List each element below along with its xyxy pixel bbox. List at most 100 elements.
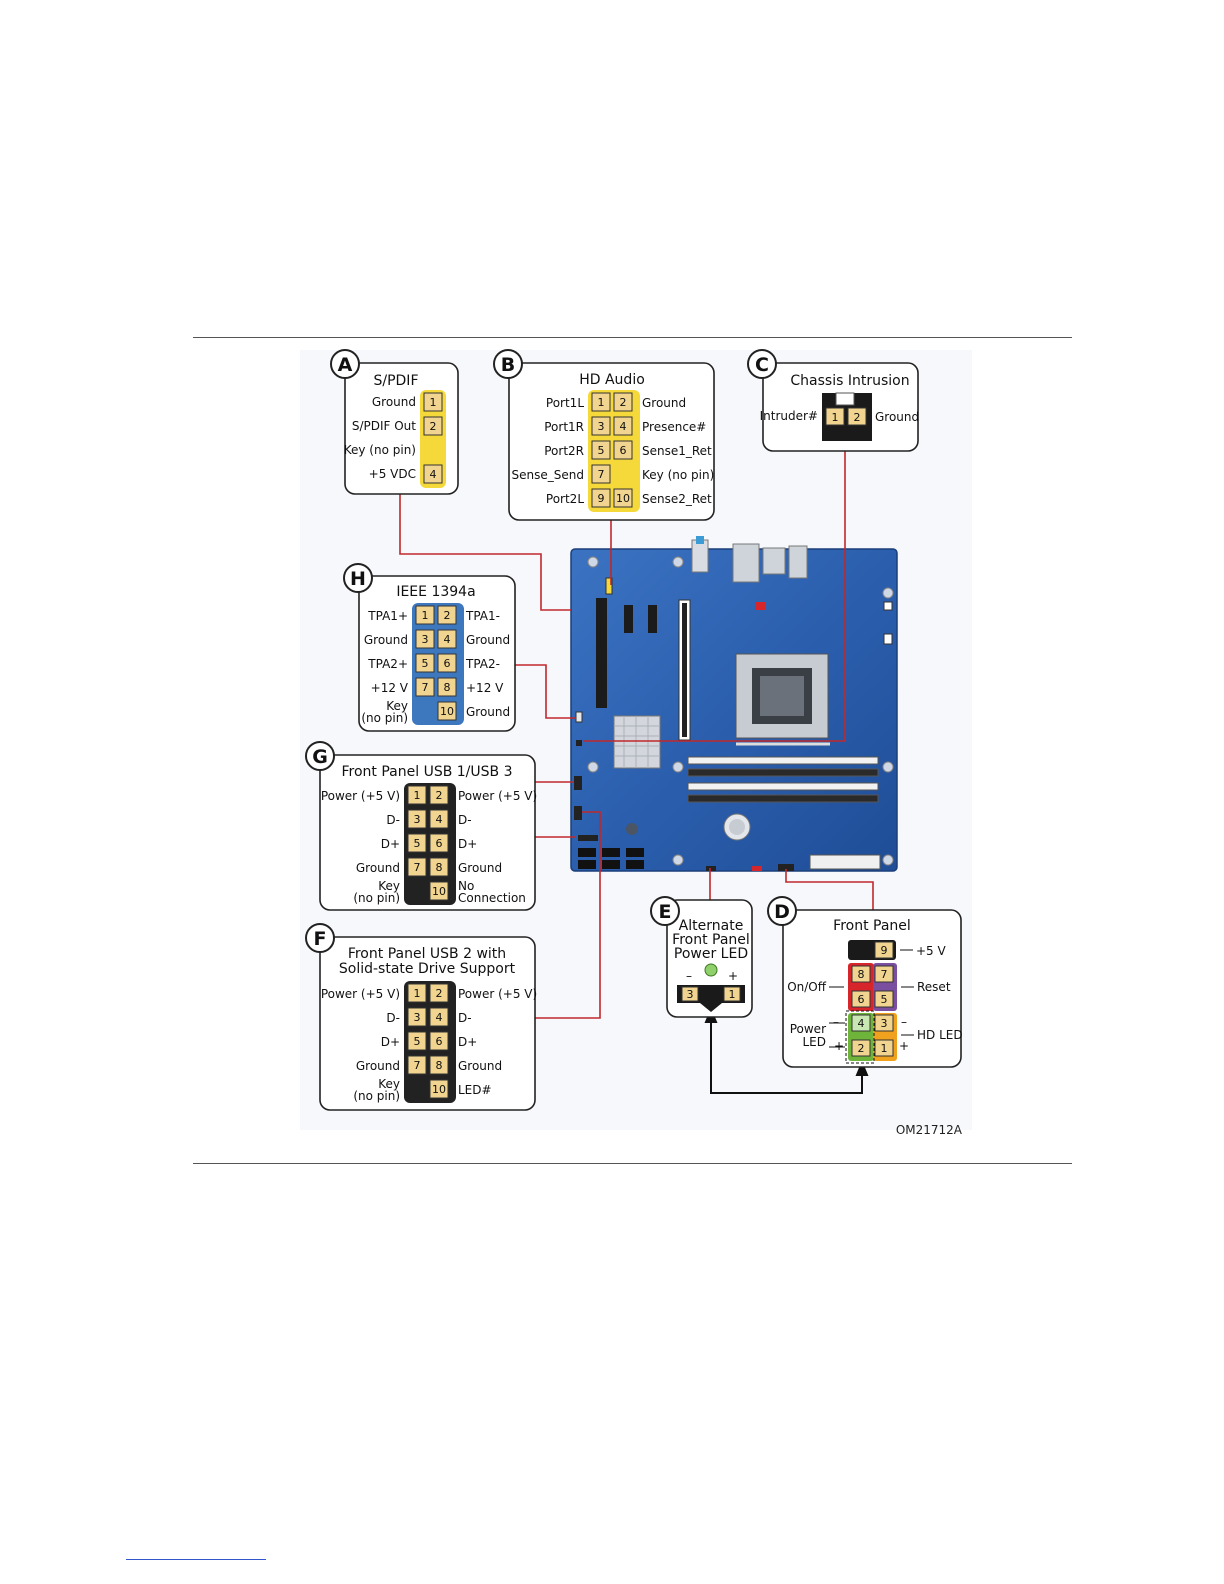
h-right-label: TPA2- <box>465 657 500 671</box>
alt-led-pin-3: 3 <box>687 988 694 1001</box>
hd-led-plus: + <box>899 1039 909 1053</box>
g-pin-3: 3 <box>414 813 421 826</box>
b-pin-1: 1 <box>598 396 605 409</box>
b-left-label: Port1L <box>546 396 584 410</box>
onoff-label: On/Off <box>787 980 827 994</box>
b-left-label: Sense_Send <box>512 468 584 482</box>
line-h <box>515 664 576 719</box>
f-right-label: D- <box>458 1011 472 1025</box>
b-pin-7: 7 <box>598 468 605 481</box>
alt-led-title-line1: Alternate <box>679 918 744 934</box>
hd-led-minus: – <box>901 1015 907 1029</box>
f-left-label: Key(no pin) <box>353 1077 400 1103</box>
panel-letter-b: B <box>501 354 515 376</box>
g-left-label: D- <box>386 813 400 827</box>
f-pin-8: 8 <box>436 1059 443 1072</box>
g-pin-5: 5 <box>414 837 421 850</box>
h-left-label: TPA1+ <box>367 609 408 623</box>
front-usb-2-title-line1: Front Panel USB 2 with <box>348 946 506 962</box>
f-pin-6: 6 <box>436 1035 443 1048</box>
g-left-label: Key(no pin) <box>353 879 400 905</box>
f-pin-3: 3 <box>414 1011 421 1024</box>
f-right-label: Ground <box>458 1059 502 1073</box>
line-a <box>399 494 571 611</box>
b-pin-3: 3 <box>598 420 605 433</box>
fp-pin-8: 8 <box>858 968 865 981</box>
h-pin-1: 1 <box>422 609 429 622</box>
f-pin-1: 1 <box>414 987 421 1000</box>
alt-led-plus: + <box>728 969 738 983</box>
figure-code: OM21712A <box>896 1123 963 1137</box>
h-pin-4: 4 <box>444 633 451 646</box>
chassis-ground-label: Ground <box>875 410 919 424</box>
b-right-label: Ground <box>642 396 686 410</box>
f-pin-5: 5 <box>414 1035 421 1048</box>
panel-front-usb-2: F Front Panel USB 2 with Solid-state Dri… <box>305 923 537 1111</box>
led-icon <box>704 963 718 977</box>
b-pin-6: 6 <box>620 444 627 457</box>
fp-pin-9: 9 <box>881 944 888 957</box>
line-c <box>583 451 846 742</box>
bottom-rule <box>193 1163 1072 1164</box>
line-f <box>535 811 601 1019</box>
alt-led-title-line2: Front Panel <box>672 932 750 948</box>
b-right-label: Sense2_Ret <box>642 492 712 506</box>
b-pin-10: 10 <box>616 492 630 505</box>
hd-audio-title: HD Audio <box>579 372 645 388</box>
h-left-label: TPA2+ <box>367 657 408 671</box>
intruder-label: Intruder# <box>760 409 818 423</box>
h-pin-5: 5 <box>422 657 429 670</box>
h-left-label: +12 V <box>371 681 409 695</box>
spdif-pin-1: 1 <box>430 396 437 409</box>
fp-plus5v-label: +5 V <box>916 944 947 958</box>
fp-pin-4: 4 <box>858 1017 865 1030</box>
f-left-label: Power (+5 V) <box>321 987 400 1001</box>
g-left-label: D+ <box>381 837 400 851</box>
fp-pin-7: 7 <box>881 968 888 981</box>
b-left-label: Port1R <box>544 420 584 434</box>
f-left-label: Ground <box>356 1059 400 1073</box>
panel-letter-d: D <box>774 901 790 923</box>
b-left-label: Port2R <box>544 444 584 458</box>
motherboard <box>570 536 898 872</box>
top-rule <box>193 337 1072 338</box>
panel-alt-power-led: E Alternate Front Panel Power LED – + 3 … <box>650 896 753 1018</box>
power-led-minus: – <box>833 1015 839 1029</box>
g-pin-8: 8 <box>436 861 443 874</box>
a-header-body <box>420 390 446 488</box>
hd-led-label: HD LED <box>917 1028 963 1042</box>
panel-letter-c: C <box>755 354 769 376</box>
front-panel-title: Front Panel <box>833 918 911 934</box>
line-d <box>785 869 874 910</box>
g-left-label: Ground <box>356 861 400 875</box>
h-left-label: Key(no pin) <box>361 699 408 725</box>
h-pin-6: 6 <box>444 657 451 670</box>
f-pin-4: 4 <box>436 1011 443 1024</box>
h-right-label: Ground <box>466 633 510 647</box>
h-pin-10: 10 <box>440 705 454 718</box>
b-right-label: Sense1_Ret <box>642 444 712 458</box>
g-pin-1: 1 <box>414 789 421 802</box>
fp-pin-3: 3 <box>881 1017 888 1030</box>
chassis-pin-2: 2 <box>854 411 861 424</box>
panel-letter-a: A <box>338 354 353 376</box>
spdif-pin-label: S/PDIF Out <box>352 419 416 433</box>
b-right-label: Presence# <box>642 420 706 434</box>
g-pin-2: 2 <box>436 789 443 802</box>
b-pin-4: 4 <box>620 420 627 433</box>
f-pin-7: 7 <box>414 1059 421 1072</box>
f-right-label: Power (+5 V) <box>458 987 537 1001</box>
footnote-separator <box>126 1559 266 1560</box>
panel-letter-h: H <box>350 568 366 590</box>
b-right-label: Key (no pin) <box>642 468 714 482</box>
b-pin-5: 5 <box>598 444 605 457</box>
front-usb-2-title-line2: Solid-state Drive Support <box>339 961 516 977</box>
power-led-label-line1: Power <box>790 1022 826 1036</box>
chassis-intrusion-title: Chassis Intrusion <box>790 373 909 389</box>
power-led-plus: + <box>834 1039 844 1053</box>
h-right-label: +12 V <box>466 681 504 695</box>
